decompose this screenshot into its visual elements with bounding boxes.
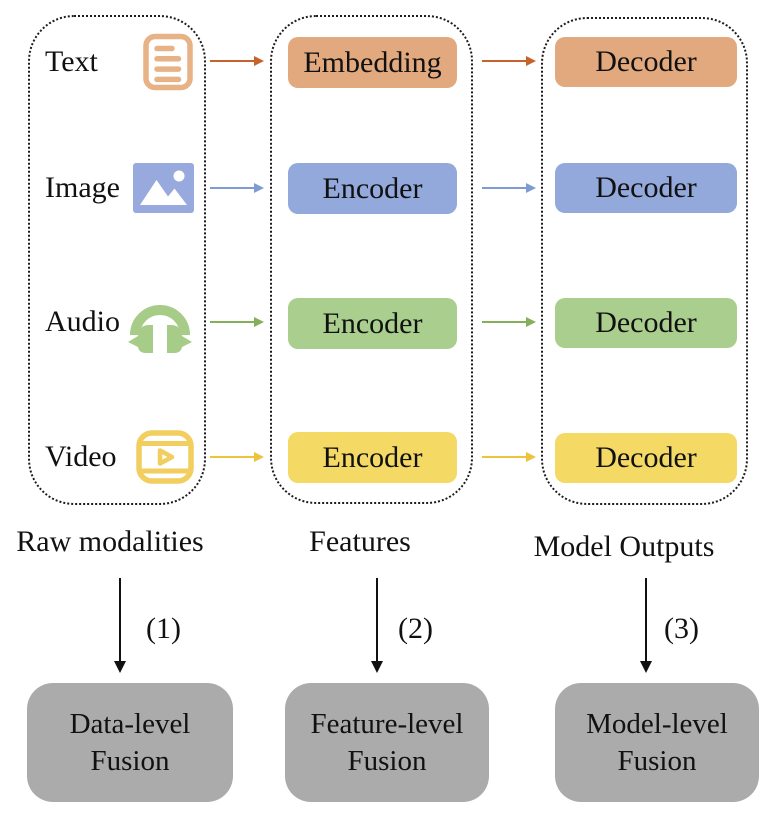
arrow-number-3: (3): [664, 612, 699, 645]
headphones-icon: [126, 291, 194, 353]
embedding-box-label: Embedding: [303, 45, 442, 79]
caption-features: Features: [309, 525, 411, 558]
document-icon: [142, 33, 194, 91]
modality-label-image: Image: [45, 171, 120, 204]
modality-row-audio: Audio: [28, 287, 206, 357]
modality-label-text: Text: [45, 45, 98, 78]
modality-row-image: Image: [28, 153, 206, 223]
decoder-box-label: Decoder: [595, 45, 697, 78]
fusion-box-line1: Data-level: [69, 707, 191, 740]
encoder-box-label: Encoder: [322, 306, 423, 340]
decoder-box-audio: Decoder: [555, 298, 737, 348]
model-level-fusion-box: Model-level Fusion: [555, 683, 759, 802]
decoder-box-label: Decoder: [595, 441, 697, 474]
encoder-box-video: Encoder: [288, 432, 457, 483]
arrow-image-to-encoder: [210, 182, 264, 194]
image-icon: [133, 163, 194, 213]
encoder-box-label: Encoder: [322, 171, 423, 205]
model-outputs-group: [541, 17, 748, 505]
caption-raw-modalities: Raw modalities: [16, 525, 204, 558]
fusion-box-line2: Fusion: [90, 744, 170, 777]
fusion-box-line2: Fusion: [617, 744, 697, 777]
encoder-box-image: Encoder: [288, 163, 457, 214]
decoder-box-text: Decoder: [555, 37, 737, 87]
arrow-audio-to-encoder: [210, 316, 264, 328]
encoder-box-label: Encoder: [322, 440, 423, 474]
modality-label-audio: Audio: [45, 305, 120, 338]
arrow-encoder-to-decoder-audio: [482, 316, 536, 328]
modality-row-video: Video: [28, 422, 206, 492]
modality-row-text: Text: [28, 27, 206, 97]
modality-label-video: Video: [45, 440, 117, 473]
arrow-video-to-encoder: [210, 451, 264, 463]
encoder-box-audio: Encoder: [288, 298, 457, 349]
feature-level-fusion-box: Feature-level Fusion: [285, 683, 489, 802]
arrow-number-1: (1): [146, 612, 181, 645]
arrow-embedding-to-decoder: [482, 55, 536, 67]
arrow-encoder-to-decoder-image: [482, 182, 536, 194]
decoder-box-label: Decoder: [595, 306, 697, 339]
features-group: [270, 15, 473, 504]
arrow-down-model-level: [638, 578, 654, 673]
arrow-number-2: (2): [398, 612, 433, 645]
decoder-box-label: Decoder: [595, 171, 697, 204]
decoder-box-video: Decoder: [555, 433, 737, 483]
caption-model-outputs: Model Outputs: [533, 530, 715, 563]
decoder-box-image: Decoder: [555, 163, 737, 213]
raw-modalities-group: [28, 15, 206, 505]
fusion-box-line1: Feature-level: [310, 707, 464, 740]
data-level-fusion-box: Data-level Fusion: [27, 683, 233, 802]
video-icon: [136, 430, 194, 484]
arrow-down-feature-level: [369, 578, 385, 673]
arrow-encoder-to-decoder-video: [482, 451, 536, 463]
embedding-box-text: Embedding: [288, 37, 457, 88]
fusion-box-line2: Fusion: [347, 744, 427, 777]
arrow-text-to-embedding: [210, 55, 264, 67]
arrow-down-data-level: [112, 578, 128, 673]
fusion-box-line1: Model-level: [586, 707, 728, 740]
